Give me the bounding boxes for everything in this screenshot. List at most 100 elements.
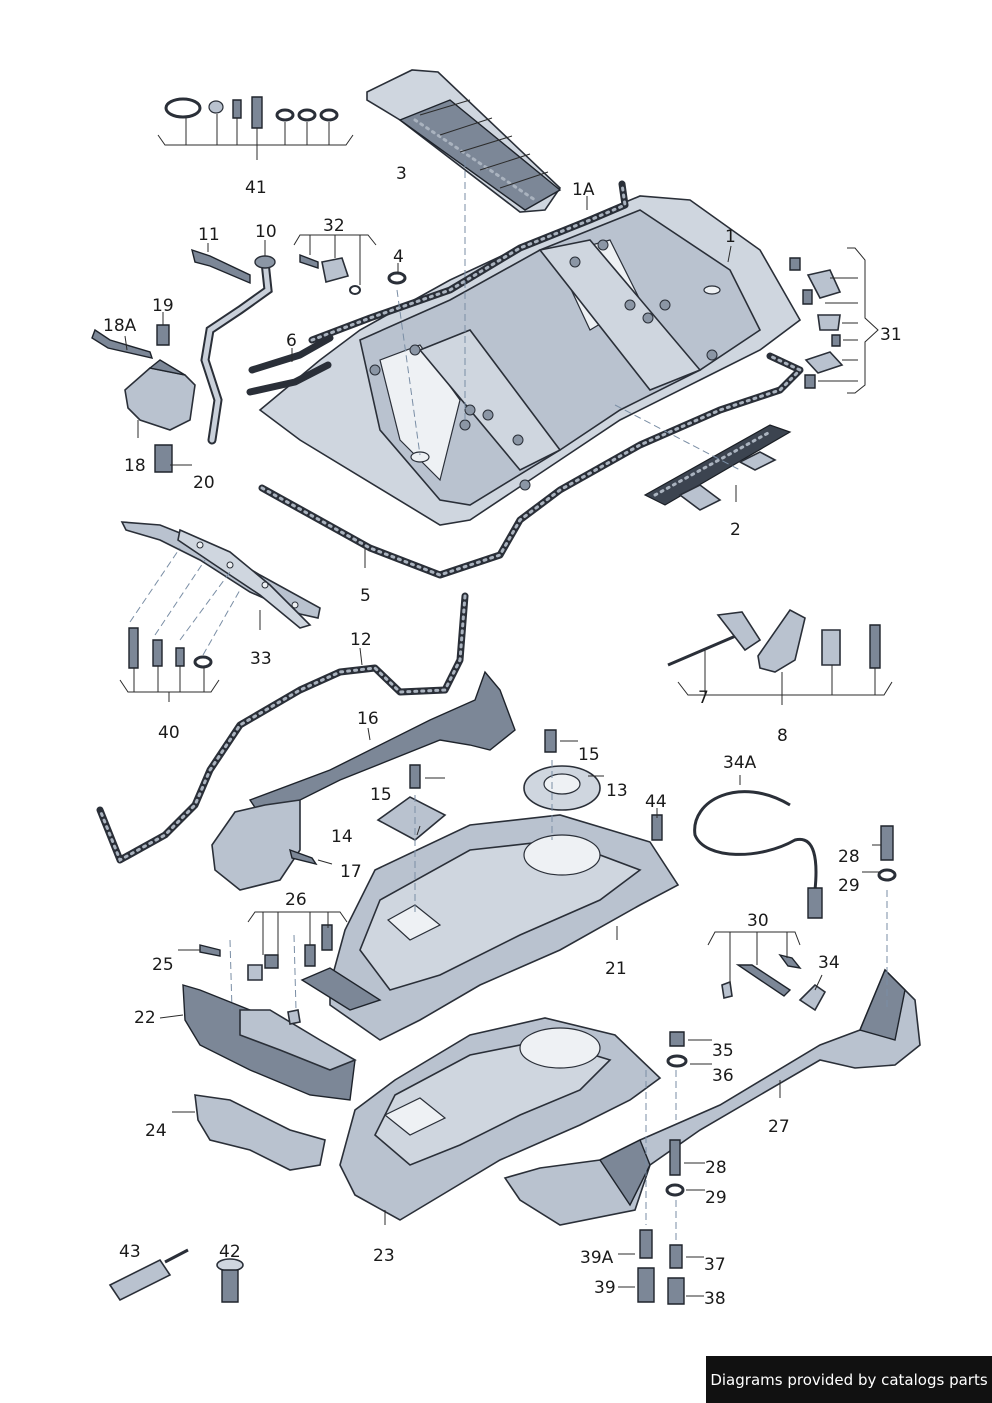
part-11-bracket <box>191 248 251 285</box>
part-28-bolt-upper <box>880 825 894 861</box>
part-18A-strap <box>91 328 154 359</box>
callout-24: 24 <box>145 1121 167 1141</box>
part-13-fuel-filler-seal <box>523 765 601 811</box>
callout-35: 35 <box>712 1041 734 1061</box>
callout-30: 30 <box>747 911 769 931</box>
callout-16: 16 <box>357 709 379 729</box>
part-12-long-seal <box>96 592 469 864</box>
part-5-seal-lower <box>258 352 804 579</box>
part-19-screw <box>156 324 170 346</box>
callout-15-upper: 15 <box>578 745 600 765</box>
callout-15-lower: 15 <box>370 785 392 805</box>
callout-7: 7 <box>698 688 709 708</box>
part-20-valve <box>154 444 173 473</box>
part-6-seal-strip <box>246 334 334 396</box>
callout-29-upper: 29 <box>838 876 860 896</box>
part-40-bolt-set <box>128 627 213 669</box>
part-18-reservoir <box>124 359 196 431</box>
callout-26: 26 <box>285 890 307 910</box>
part-23-lower-panel <box>339 1017 662 1221</box>
callout-27: 27 <box>768 1117 790 1137</box>
callout-18: 18 <box>124 456 146 476</box>
callout-34: 34 <box>818 953 840 973</box>
assembly-centerlines <box>129 160 888 1240</box>
part-35-nut <box>669 1031 685 1047</box>
callout-21: 21 <box>605 959 627 979</box>
callout-41: 41 <box>245 178 267 198</box>
callout-5: 5 <box>360 586 371 606</box>
attribution-footer: Diagrams provided by catalogs parts <box>706 1356 992 1403</box>
part-16-side-frame <box>211 670 516 891</box>
callout-42: 42 <box>219 1242 241 1262</box>
part-39A-bolt <box>639 1229 653 1259</box>
part-32-clip-set <box>299 253 361 295</box>
part-29-washer-lower <box>665 1183 685 1197</box>
callout-36: 36 <box>712 1066 734 1086</box>
callout-22: 22 <box>134 1008 156 1028</box>
part-7-tool <box>667 611 762 667</box>
callout-1A: 1A <box>572 180 595 200</box>
part-28-bolt-lower <box>669 1139 681 1176</box>
callout-31: 31 <box>880 325 902 345</box>
callout-19: 19 <box>152 296 174 316</box>
part-4-grommet <box>387 271 407 285</box>
part-3-vent-cover <box>366 69 562 213</box>
callout-29-lower: 29 <box>705 1188 727 1208</box>
part-31-hinge-set <box>789 257 844 389</box>
part-10-hose <box>200 255 276 445</box>
part-24-side-trim-lower <box>194 1094 326 1171</box>
part-34-latch <box>798 983 827 1012</box>
callout-39: 39 <box>594 1278 616 1298</box>
callout-labels: 41 3 1A 1 11 10 32 4 19 18A 6 31 18 20 2… <box>103 164 902 1309</box>
callout-39A: 39A <box>580 1248 614 1268</box>
callout-37: 37 <box>704 1255 726 1275</box>
callout-28-lower: 28 <box>705 1158 727 1178</box>
part-43-sealant-tube <box>108 1248 189 1302</box>
part-42-fastener <box>216 1258 244 1303</box>
callout-2: 2 <box>730 520 741 540</box>
part-27-crossmember <box>503 968 921 1226</box>
part-41-fastener-set <box>164 96 339 129</box>
callout-10: 10 <box>255 222 277 242</box>
part-1A-seal-upper <box>308 180 629 344</box>
callout-11: 11 <box>198 225 220 245</box>
part-30-hardware-set <box>721 953 802 999</box>
callout-8: 8 <box>777 726 788 746</box>
callout-40: 40 <box>158 723 180 743</box>
part-21-floor-panel <box>300 814 680 1041</box>
part-33-hinge-arm <box>120 521 321 629</box>
part-8-tool-set <box>757 608 881 673</box>
callout-6: 6 <box>286 331 297 351</box>
callout-1: 1 <box>725 227 736 247</box>
callout-12: 12 <box>350 630 372 650</box>
part-34A-cable <box>693 790 823 919</box>
part-39-stud <box>637 1267 655 1303</box>
callout-28-upper: 28 <box>838 847 860 867</box>
callout-33: 33 <box>250 649 272 669</box>
callout-13: 13 <box>606 781 628 801</box>
callout-20: 20 <box>193 473 215 493</box>
part-17-bolt <box>289 848 318 866</box>
part-22-side-trim <box>182 984 357 1101</box>
callout-25: 25 <box>152 955 174 975</box>
part-26-fastener-set <box>247 924 333 1025</box>
callout-34A: 34A <box>723 753 757 773</box>
callout-3: 3 <box>396 164 407 184</box>
part-44-screw <box>651 814 663 841</box>
callout-38: 38 <box>704 1289 726 1309</box>
part-15-screw-upper <box>544 729 557 753</box>
callout-14: 14 <box>331 827 353 847</box>
part-25-screw <box>199 944 221 957</box>
part-2-grille <box>643 424 792 511</box>
leader-lines <box>119 114 893 1297</box>
callout-18A: 18A <box>103 316 137 336</box>
part-29-washer-upper <box>877 868 897 882</box>
part-36-washer <box>666 1054 688 1068</box>
callout-44: 44 <box>645 792 667 812</box>
callout-43: 43 <box>119 1242 141 1262</box>
part-38-stud <box>667 1277 685 1305</box>
callout-17: 17 <box>340 862 362 882</box>
callout-23: 23 <box>373 1246 395 1266</box>
